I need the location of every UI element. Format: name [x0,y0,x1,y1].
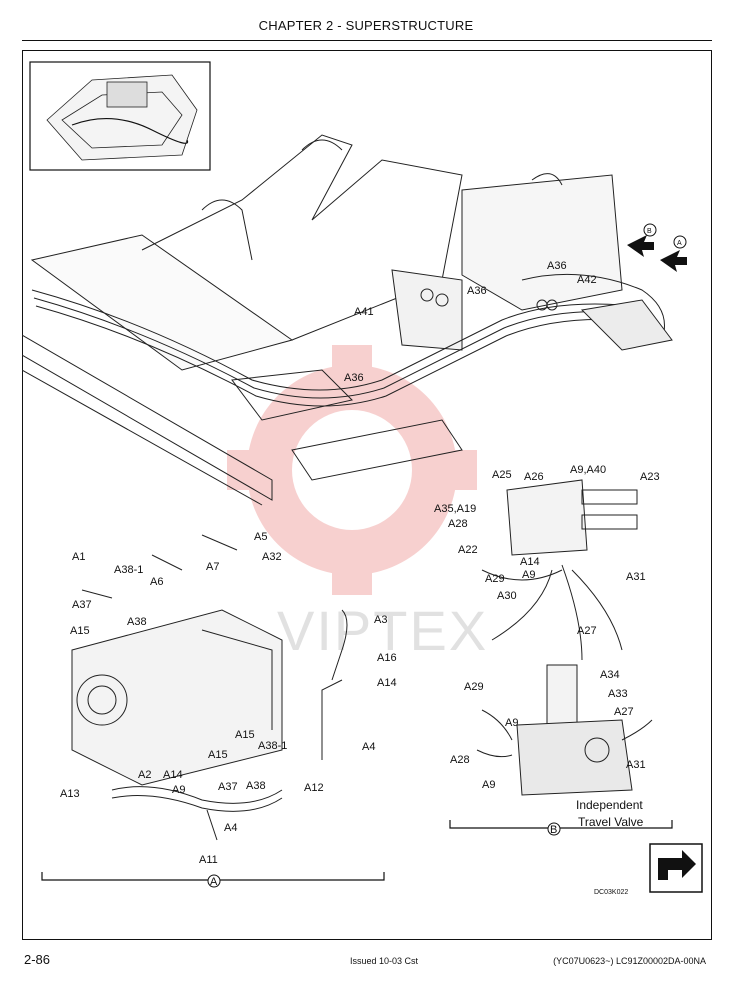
page-number: 2-86 [24,952,51,967]
view-a-marker-label: A [210,876,218,888]
callout-a23: A23 [640,471,660,483]
callout-a9: A9 [482,779,495,791]
callout-a31: A31 [626,571,646,583]
callout-a5: A5 [254,531,267,543]
direction-arrow-icon [649,843,703,893]
callout-a26: A26 [524,471,544,483]
hydraulic-diagram: VIPTEX [22,61,703,896]
callout-a38: A38 [246,780,266,792]
callout-a9: A9 [505,717,518,729]
callout-a12: A12 [304,782,324,794]
callout-a2: A2 [138,769,151,781]
callout-a37: A37 [72,599,92,611]
valve-caption-line1: Independent [576,798,643,812]
callout-a37: A37 [218,781,238,793]
callout-a15: A15 [208,749,228,761]
callout-a9-a40: A9,A40 [570,464,606,476]
view-b-marker [547,822,561,836]
header-rule [22,40,712,41]
callout-a33: A33 [608,688,628,700]
view-b-marker-label: B [550,824,557,836]
callout-a38-1: A38-1 [258,740,287,752]
section-bracket-b [449,820,673,829]
travel-valve-detail [476,664,653,796]
callout-a41: A41 [354,306,374,318]
callout-a16: A16 [377,652,397,664]
callout-a13: A13 [60,788,80,800]
callout-a11: A11 [199,854,218,866]
callout-a9: A9 [172,784,185,796]
callout-a14: A14 [377,677,397,689]
callout-a35-a19: A35,A19 [434,503,476,515]
callout-a28: A28 [448,518,468,530]
callout-a3: A3 [374,614,387,626]
callout-a6: A6 [150,576,163,588]
valve-block-detail [481,479,638,661]
chapter-title: CHAPTER 2 - SUPERSTRUCTURE [258,18,474,33]
callout-a28: A28 [450,754,470,766]
inset-thumbnail [29,61,211,171]
watermark-logo [227,345,477,595]
callout-a31: A31 [626,759,646,771]
callout-a27: A27 [577,625,597,637]
watermark-text: VIPTEX [277,599,488,662]
callout-a14: A14 [520,556,540,568]
callout-a34: A34 [600,669,620,681]
callout-a22: A22 [458,544,478,556]
callout-a38-1: A38-1 [114,564,143,576]
issue-info: Issued 10-03 Cst [350,956,419,966]
callout-a9: A9 [522,569,535,581]
svg-text:B: B [647,228,652,235]
callout-a14: A14 [163,769,183,781]
callout-a32: A32 [262,551,282,563]
callout-a30: A30 [497,590,517,602]
document-code: (YC07U0623~) LC91Z00002DA-00NA [553,956,706,966]
callout-a38: A38 [127,616,147,628]
arrow-b-icon: B [627,223,657,257]
valve-caption-line2: Travel Valve [578,815,644,829]
callout-a36: A36 [467,285,487,297]
svg-text:A: A [677,240,682,247]
callout-a4: A4 [362,741,375,753]
view-a-marker [207,874,221,888]
pump-assembly-detail [71,534,348,841]
arrow-a-icon: A [660,235,687,272]
figure-frame [22,50,712,940]
callout-a29: A29 [485,573,505,585]
callout-a27: A27 [614,706,634,718]
callout-a36: A36 [547,260,567,272]
callout-a15: A15 [70,625,90,637]
figure-code: DC03K022 [594,889,628,896]
callout-a7: A7 [206,561,219,573]
callout-a15: A15 [235,729,255,741]
callout-a4: A4 [224,822,237,834]
superstructure-drawing [22,134,673,506]
callout-a42: A42 [577,274,597,286]
callout-a1: A1 [72,551,85,563]
callout-a29: A29 [464,681,484,693]
callout-a25: A25 [492,469,512,481]
callout-a36: A36 [344,372,364,384]
